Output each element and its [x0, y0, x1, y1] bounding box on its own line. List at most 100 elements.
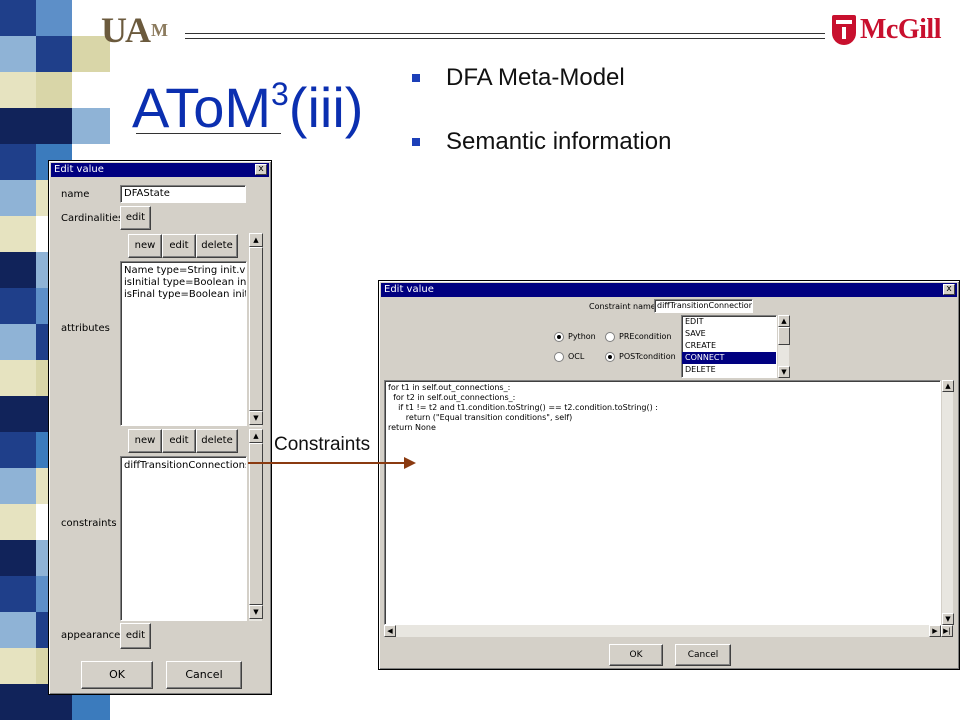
constraint-code-editor[interactable]: for t1 in self.out_connections_: for t2 … — [384, 380, 941, 625]
constraints-scrollbar[interactable]: ▲ ▼ — [248, 429, 263, 621]
mcgill-wordmark: McGill — [860, 14, 941, 45]
code-vertical-scrollbar[interactable]: ▲ ▼ — [941, 380, 954, 625]
uam-logo-main: UA — [101, 10, 151, 50]
constraints-list[interactable]: diffTransitionConnections — [120, 456, 247, 621]
scroll-down-icon[interactable]: ▼ — [778, 366, 790, 378]
strip-block — [0, 684, 36, 720]
strip-block — [0, 360, 36, 396]
postcondition-radio[interactable] — [605, 352, 615, 362]
list-item[interactable]: Name type=String init.value — [124, 265, 246, 276]
scroll-down-icon[interactable]: ▼ — [249, 605, 263, 619]
attributes-new-button[interactable]: new — [128, 234, 162, 258]
strip-block — [36, 0, 72, 36]
dialog-titlebar[interactable]: Edit value x — [381, 283, 957, 297]
title-rest: (iii) — [288, 76, 364, 139]
constraints-new-button[interactable]: new — [128, 429, 162, 453]
scroll-up-icon[interactable]: ▲ — [942, 380, 954, 392]
cancel-button[interactable]: Cancel — [166, 661, 242, 689]
title-underline — [136, 133, 281, 134]
scroll-end-icon[interactable]: ▶| — [941, 625, 953, 637]
scroll-down-icon[interactable]: ▼ — [249, 411, 263, 425]
cardinalities-label: Cardinalities — [61, 213, 124, 224]
code-horizontal-scrollbar[interactable]: ◀ ▶ ▶| — [384, 625, 953, 637]
strip-block — [0, 324, 36, 360]
postcondition-radio-label: POSTcondition — [619, 352, 676, 361]
scroll-left-icon[interactable]: ◀ — [384, 625, 396, 637]
precondition-radio-label: PREcondition — [619, 332, 672, 341]
scroll-thumb[interactable] — [249, 247, 263, 411]
scroll-up-icon[interactable]: ▲ — [249, 233, 263, 247]
list-item[interactable]: diffTransitionConnections — [124, 460, 247, 471]
mcgill-logo: McGill — [832, 14, 941, 46]
strip-block — [0, 0, 36, 36]
bullet-item: DFA Meta-Model — [412, 64, 625, 92]
strip-block — [0, 36, 36, 72]
ocl-radio[interactable] — [554, 352, 564, 362]
scroll-up-icon[interactable]: ▲ — [778, 315, 790, 327]
event-list[interactable]: EDIT SAVE CREATE CONNECT DELETE — [681, 315, 777, 378]
scroll-down-icon[interactable]: ▼ — [942, 613, 954, 625]
ok-button[interactable]: OK — [609, 644, 663, 666]
strip-block — [36, 36, 72, 72]
strip-block — [72, 0, 110, 36]
strip-block — [0, 396, 36, 432]
strip-block — [0, 432, 36, 468]
strip-block — [72, 36, 110, 72]
mcgill-shield-icon — [832, 15, 856, 45]
close-button[interactable]: x — [255, 164, 267, 175]
appearance-edit-button[interactable]: edit — [120, 623, 151, 649]
attributes-list[interactable]: Name type=String init.value isInitial ty… — [120, 261, 247, 426]
attributes-scrollbar[interactable]: ▲ ▼ — [248, 233, 263, 427]
scroll-right-icon[interactable]: ▶ — [929, 625, 941, 637]
list-item[interactable]: CREATE — [685, 341, 716, 350]
edit-value-dialog-constraint: Edit value x Constraint name: diffTransi… — [378, 280, 960, 670]
strip-block — [36, 108, 72, 144]
close-button[interactable]: x — [943, 284, 955, 295]
list-item[interactable]: DELETE — [685, 365, 716, 374]
python-radio[interactable] — [554, 332, 564, 342]
strip-block — [72, 72, 110, 108]
strip-block — [0, 576, 36, 612]
slide-title: AToM3(iii) — [132, 60, 363, 142]
list-item-selected[interactable]: CONNECT — [682, 352, 776, 364]
ok-button[interactable]: OK — [81, 661, 153, 689]
constraint-name-field[interactable]: diffTransitionConnections — [654, 299, 753, 313]
strip-block — [0, 108, 36, 144]
attributes-delete-button[interactable]: delete — [196, 234, 238, 258]
cancel-button[interactable]: Cancel — [675, 644, 731, 666]
constraints-delete-button[interactable]: delete — [196, 429, 238, 453]
name-field[interactable]: DFAState — [120, 185, 246, 203]
attributes-label: attributes — [61, 323, 110, 334]
list-item[interactable]: isFinal type=Boolean init.v — [124, 289, 247, 300]
list-item[interactable]: isInitial type=Boolean init.v — [124, 277, 247, 288]
cardinalities-edit-button[interactable]: edit — [120, 206, 151, 230]
list-item[interactable]: SAVE — [685, 329, 706, 338]
strip-block — [0, 504, 36, 540]
list-item[interactable]: EDIT — [685, 317, 704, 326]
constraints-annotation: Constraints — [274, 434, 371, 455]
title-main: AToM — [132, 76, 271, 139]
strip-block — [0, 540, 36, 576]
attributes-edit-button[interactable]: edit — [162, 234, 196, 258]
scroll-thumb[interactable] — [249, 443, 263, 605]
scroll-up-icon[interactable]: ▲ — [249, 429, 263, 443]
precondition-radio[interactable] — [605, 332, 615, 342]
strip-block — [0, 612, 36, 648]
dialog-title: Edit value — [54, 164, 104, 175]
constraints-label: constraints — [61, 518, 117, 529]
strip-block — [0, 468, 36, 504]
strip-block — [36, 72, 72, 108]
strip-block — [0, 72, 36, 108]
constraint-name-label: Constraint name: — [589, 302, 659, 311]
strip-block — [0, 180, 36, 216]
dialog-titlebar[interactable]: Edit value x — [51, 163, 269, 177]
constraints-edit-button[interactable]: edit — [162, 429, 196, 453]
strip-block — [72, 108, 110, 144]
bullet-square-icon — [412, 74, 420, 82]
edit-value-dialog-state: Edit value x name DFAState Cardinalities… — [48, 160, 272, 695]
scroll-thumb[interactable] — [778, 327, 790, 345]
python-radio-label: Python — [568, 332, 596, 341]
event-list-scrollbar[interactable]: ▲ ▼ — [777, 315, 790, 378]
strip-block — [0, 144, 36, 180]
